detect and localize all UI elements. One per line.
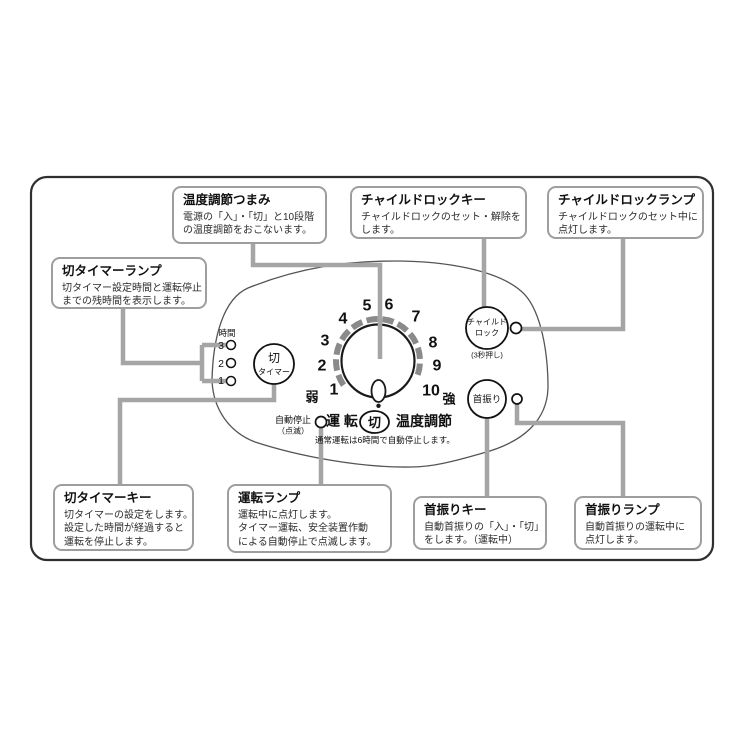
timer-hour-1-label: 1 [218,375,224,387]
callout-text-line: 切タイマー設定時間と運転停止 [62,282,202,294]
dial-number-10: 10 [422,383,440,400]
connector-off-timer-key [117,383,277,485]
callout-text-line: します。 [361,225,400,237]
dial-strong-label: 強 [442,392,455,407]
dial-pointer [370,379,387,403]
callout-child-lock-key: チャイルドロックキー チャイルドロックのセット・解除を します。 [350,186,527,239]
dial-number-7: 7 [412,309,421,326]
connector-temp-knob [250,244,383,359]
callout-title: チャイルドロックキー [361,193,486,207]
callout-title: 切タイマーキー [64,491,152,505]
callout-text-line: 自動首振りの運転中に [585,521,685,533]
callout-title: 首振りランプ [585,503,660,517]
callout-off-timer-lamp: 切タイマーランプ 切タイマー設定時間と運転停止 までの残時間を表示します。 [51,257,207,309]
callout-text-line: 運転中に点灯します。 [238,509,337,521]
dial-number-6: 6 [385,297,394,314]
child-lock-button-label2: ロック [475,329,499,338]
child-lock-lamp-icon [509,321,523,335]
callout-text-line: 運転を停止します。 [64,537,153,549]
callout-title: 首振りキー [424,503,487,517]
off-timer-button-label2: タイマー [258,368,290,377]
child-lock-button [465,306,509,350]
off-badge-outline [359,410,390,434]
swing-button-label: 首振り [473,394,502,406]
callout-text-line: 自動首振りの「入」・「切」 [424,521,544,533]
blink-label: （点滅） [277,426,309,436]
timer-hour-2-label: 2 [218,358,224,370]
callout-title: 運転ランプ [238,491,301,505]
dial-number-4: 4 [339,311,348,328]
callout-text-line: 切タイマーの設定をします。 [64,509,193,521]
dial-number-5: 5 [363,298,372,315]
callout-text-line: 点灯します。 [585,535,644,547]
callout-swing-key: 首振りキー 自動首振りの「入」・「切」 をします。（運転中） [413,496,547,550]
connector-swing-lamp [514,401,626,497]
timer-hour-3-label: 3 [218,340,224,352]
callout-text-line: までの残時間を表示します。 [62,296,191,308]
callout-title: 切タイマーランプ [62,264,162,278]
off-timer-button [253,343,295,385]
dial-weak-label: 弱 [305,390,318,405]
timer-lamp-1-icon [225,375,237,387]
callout-text-line: による自動停止で点滅します。 [238,537,377,549]
callout-run-lamp: 運転ランプ 運転中に点灯します。 タイマー運転、安全装置作動 による自動停止で点… [227,484,392,553]
run-lamp-icon [314,415,328,429]
off-badge: 切 [368,415,381,430]
callout-title: 温度調節つまみ [183,193,271,207]
dial-number-8: 8 [429,335,438,352]
dial-number-3: 3 [321,333,330,350]
connector-child-lock-lamp [516,238,626,332]
callout-title: チャイルドロックランプ [558,193,696,207]
callout-off-timer-key: 切タイマーキー 切タイマーの設定をします。 設定した時間が経過すると 運転を停止… [53,484,194,551]
callout-child-lock-lamp: チャイルドロックランプ チャイルドロックのセット中に 点灯します。 [547,186,704,239]
callout-text-line: 電源の「入」・「切」と10段階 [183,211,315,223]
child-lock-hint: (3秒押し) [471,350,503,360]
off-timer-button-label1: 切 [268,351,280,365]
callout-text-line: チャイルドロックのセット中に [558,211,698,223]
callout-temp-knob: 温度調節つまみ 電源の「入」・「切」と10段階 の温度調節をおこないます。 [172,186,327,244]
callout-text-line: チャイルドロックのセット・解除を [361,211,521,223]
dial-index-dot [376,403,381,408]
dial-number-9: 9 [433,358,442,375]
dial-number-2: 2 [318,358,327,375]
callout-text-line: タイマー運転、安全装置作動 [238,523,368,535]
child-lock-button-label1: チャイルド [467,318,507,327]
timer-unit-label: 時間 [218,328,235,338]
connector-off-timer-lamp [120,306,226,384]
auto-stop-label: 自動停止 [275,414,311,425]
auto-off-note: 通常運転は6時間で自動停止します。 [315,435,455,445]
outer-border [29,175,715,562]
timer-lamp-3-icon [225,339,237,351]
callout-swing-lamp: 首振りランプ 自動首振りの運転中に 点灯します。 [574,496,702,550]
swing-button [467,379,507,419]
swing-lamp-icon [511,393,523,405]
callout-text-line: をします。（運転中） [424,535,518,547]
temp-control-label: 温度調節 [396,413,452,429]
callout-text-line: の温度調節をおこないます。 [183,225,312,237]
timer-lamp-2-icon [225,357,237,369]
callout-text-line: 点灯します。 [558,225,617,237]
dial-number-1: 1 [330,382,339,399]
callout-text-line: 設定した時間が経過すると [64,523,184,535]
dial-scale-arc [333,316,423,387]
run-label: 運 転 [326,413,358,429]
